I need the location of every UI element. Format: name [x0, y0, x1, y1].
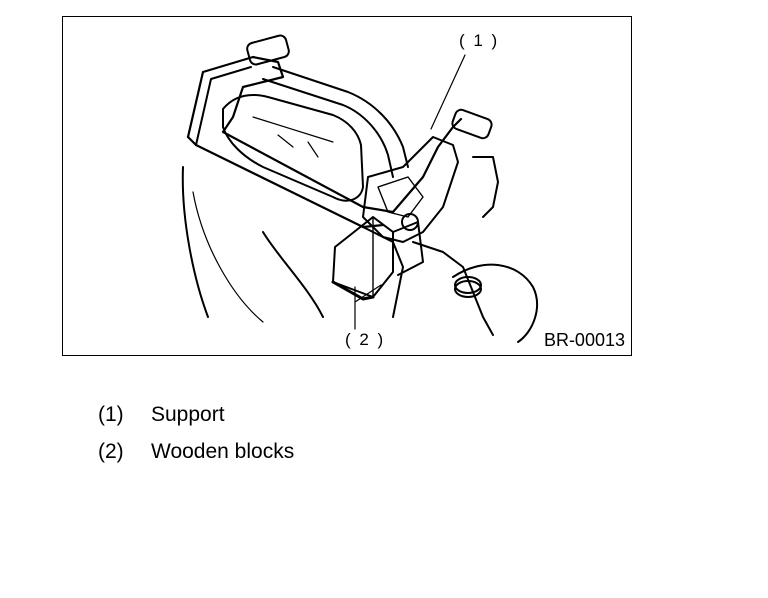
legend-text: Wooden blocks [151, 439, 295, 463]
legend-number: (2) [98, 439, 124, 463]
figure-code: BR-00013 [543, 330, 625, 350]
legend-item: (2) Wooden blocks [98, 433, 294, 470]
callout-1-label: ( 1 ) [459, 31, 500, 50]
legend-number: (1) [98, 402, 124, 426]
legend-text: Support [151, 402, 225, 426]
legend-item: (1) Support [98, 396, 294, 433]
brake-caliper-illustration [181, 34, 538, 343]
legend: (1) Support (2) Wooden blocks [98, 396, 294, 470]
figure-frame: ( 1 ) ( 2 ) BR-00013 [62, 16, 632, 356]
callout-2-label: ( 2 ) [345, 330, 386, 349]
